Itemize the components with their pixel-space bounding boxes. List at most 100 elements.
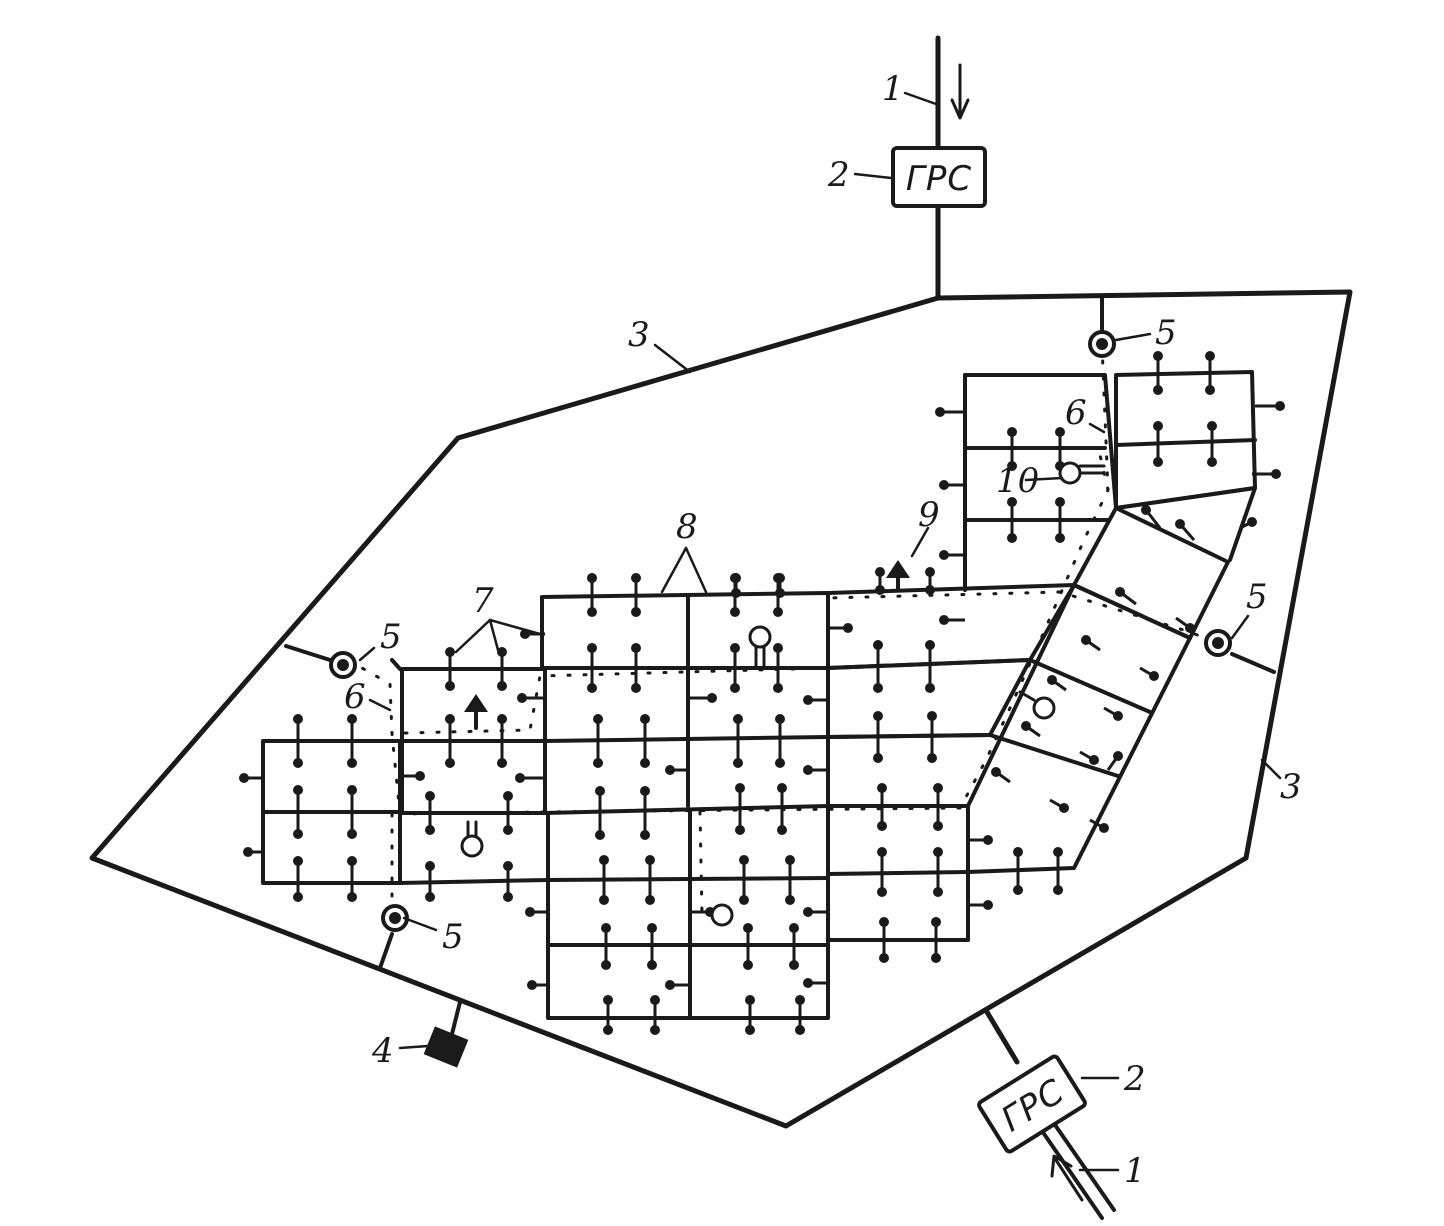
consumer-tap-dot bbox=[631, 573, 641, 583]
consumer-tap-dot bbox=[933, 847, 943, 857]
regulator-point-top bbox=[1088, 330, 1116, 358]
consumer-tap-dot bbox=[983, 900, 993, 910]
consumer-tap-dot bbox=[497, 647, 507, 657]
consumer-tap-dot bbox=[739, 895, 749, 905]
consumer-tap-dot bbox=[631, 607, 641, 617]
consumer-tap-dot bbox=[1153, 457, 1163, 467]
consumer-tap-dot bbox=[665, 765, 675, 775]
consumer-tap-dot bbox=[1149, 671, 1159, 681]
consumer-tap-dot bbox=[991, 767, 1001, 777]
consumer-tap-dot bbox=[733, 714, 743, 724]
consumer-tap-dot bbox=[925, 640, 935, 650]
consumer-tap-dot bbox=[631, 683, 641, 693]
consumer-tap-dot bbox=[293, 892, 303, 902]
consumer-tap-dot bbox=[745, 1025, 755, 1035]
regulator-point-left bbox=[329, 651, 357, 679]
consumer-tap-dot bbox=[730, 643, 740, 653]
consumer-tap-dot bbox=[785, 895, 795, 905]
consumer-tap-dot bbox=[795, 1025, 805, 1035]
consumer-tap-dot bbox=[425, 861, 435, 871]
consumer-tap-dot bbox=[1247, 517, 1257, 527]
consumer-tap-dot bbox=[527, 980, 537, 990]
consumer-tap-dot bbox=[503, 861, 513, 871]
consumer-tap-dot bbox=[733, 758, 743, 768]
consumer-tap-dot bbox=[517, 693, 527, 703]
consumer-tap-dot bbox=[735, 825, 745, 835]
consumer-tap-dot bbox=[293, 829, 303, 839]
consumer-tap-dot bbox=[1047, 675, 1057, 685]
consumer-tap-dot bbox=[347, 829, 357, 839]
consumer-tap-dot bbox=[587, 573, 597, 583]
consumer-tap-dot bbox=[927, 711, 937, 721]
consumer-tap-dot bbox=[415, 771, 425, 781]
consumer-tap-dot bbox=[803, 695, 813, 705]
consumer-tap-dot bbox=[789, 923, 799, 933]
consumer-tap-dot bbox=[931, 917, 941, 927]
consumer-tap-dot bbox=[795, 995, 805, 1005]
consumer-tap-dot bbox=[497, 758, 507, 768]
consumer-tap-dot bbox=[243, 847, 253, 857]
ring-spokes bbox=[284, 296, 1276, 1036]
consumer-tap-dot bbox=[503, 892, 513, 902]
consumer-tap-dot bbox=[739, 855, 749, 865]
consumer-tap-dot bbox=[631, 643, 641, 653]
consumer-tap-dot bbox=[603, 995, 613, 1005]
top-flow-arrow-icon bbox=[950, 63, 970, 120]
consumer-tap-dot bbox=[927, 753, 937, 763]
consumer-tap-dot bbox=[601, 960, 611, 970]
consumer-tap-dot bbox=[445, 681, 455, 691]
consumer-tap-dot bbox=[803, 907, 813, 917]
consumer-tap-dot bbox=[777, 783, 787, 793]
consumer-tap-dot bbox=[1275, 401, 1285, 411]
consumer-tap-dot bbox=[1089, 755, 1099, 765]
industrial-consumer-circle bbox=[1032, 696, 1056, 720]
consumer-tap-dot bbox=[775, 588, 785, 598]
consumer-tap-dot bbox=[803, 978, 813, 988]
consumer-tap-dot bbox=[1081, 635, 1091, 645]
consumer-tap-dot bbox=[587, 643, 597, 653]
consumer-tap-dot bbox=[503, 791, 513, 801]
consumer-tap-dot bbox=[347, 892, 357, 902]
top-grs-station-box bbox=[891, 146, 987, 208]
consumer-tap-dot bbox=[933, 887, 943, 897]
consumer-tap-dot bbox=[877, 783, 887, 793]
consumer-tap-dot bbox=[645, 855, 655, 865]
consumer-tap-dot bbox=[1007, 497, 1017, 507]
consumer-tap-dot bbox=[925, 585, 935, 595]
consumer-tap-dot bbox=[931, 953, 941, 963]
consumer-tap-dot bbox=[1055, 533, 1065, 543]
consumer-tap-dot bbox=[601, 923, 611, 933]
consumer-tap-dot bbox=[843, 623, 853, 633]
consumer-tap-dot bbox=[593, 758, 603, 768]
label-medium-line-left: 6 bbox=[344, 677, 366, 717]
consumer-tap-dot bbox=[803, 765, 813, 775]
regulator-point-bottom bbox=[381, 904, 409, 932]
consumer-tap-dot bbox=[640, 786, 650, 796]
consumer-tap-dot bbox=[1059, 803, 1069, 813]
label-inlet-pipe-bottom: 1 bbox=[1124, 1151, 1146, 1191]
consumer-tap-dot bbox=[425, 825, 435, 835]
consumer-tap-dot bbox=[1055, 427, 1065, 437]
consumer-tap-dot bbox=[785, 855, 795, 865]
consumer-tap-dot bbox=[933, 821, 943, 831]
consumer-tap-dot bbox=[983, 835, 993, 845]
consumer-tap-dot bbox=[1053, 847, 1063, 857]
consumer-tap-dot bbox=[445, 758, 455, 768]
consumer-tap-dot bbox=[933, 783, 943, 793]
consumer-tap-dot bbox=[587, 683, 597, 693]
consumer-tap-dot bbox=[595, 830, 605, 840]
consumer-tap-dot bbox=[939, 480, 949, 490]
consumer-tap-dot bbox=[650, 1025, 660, 1035]
consumer-tap-dot bbox=[1013, 885, 1023, 895]
consumer-tap-dot bbox=[1053, 885, 1063, 895]
consumer-tap-dot bbox=[925, 567, 935, 577]
consumer-tap-dot bbox=[873, 753, 883, 763]
gas-storage-block bbox=[423, 1026, 469, 1068]
consumer-tap-dot bbox=[879, 917, 889, 927]
consumer-tap-dot bbox=[773, 643, 783, 653]
label-consumers: 7 bbox=[472, 581, 494, 621]
consumer-tap-dot bbox=[775, 758, 785, 768]
consumer-tap-dot bbox=[773, 683, 783, 693]
consumer-tap-dot bbox=[650, 995, 660, 1005]
